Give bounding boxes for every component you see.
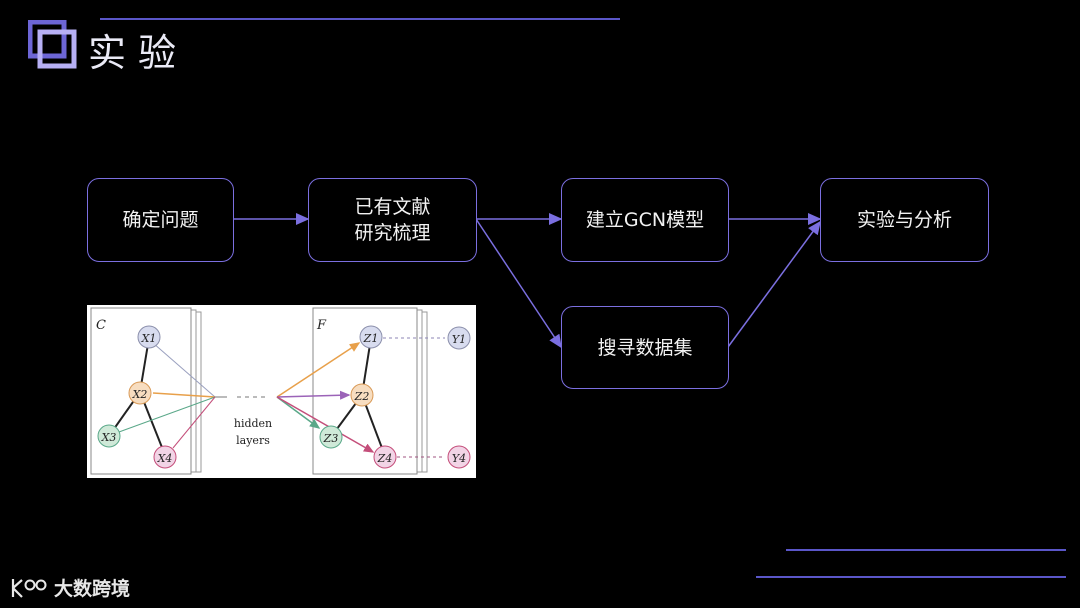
edge-n2-n4: [475, 218, 562, 349]
figure-right-label: F: [316, 318, 327, 333]
edge-n4-n5: [727, 220, 821, 348]
brand-logo-icon: [11, 578, 47, 598]
svg-text:Z2: Z2: [354, 390, 370, 403]
node-define-problem: 确定问题: [87, 178, 234, 262]
hidden-layers-label-line2: layers: [236, 434, 270, 447]
svg-text:X1: X1: [141, 332, 157, 345]
svg-text:Z3: Z3: [323, 432, 339, 445]
node-y4: Y4: [447, 445, 471, 469]
node-literature-review: 已有文献 研究梳理: [308, 178, 477, 262]
node-z2: Z2: [350, 383, 374, 407]
node-x3: X3: [97, 424, 121, 448]
svg-text:X2: X2: [132, 388, 148, 401]
svg-text:Z1: Z1: [363, 332, 379, 345]
svg-text:X3: X3: [101, 431, 117, 444]
node-z4: Z4: [373, 445, 397, 469]
svg-text:Y1: Y1: [452, 333, 466, 346]
node-z1: Z1: [359, 325, 383, 349]
node-search-dataset: 搜寻数据集: [561, 306, 729, 389]
brand-name: 大数跨境: [54, 578, 131, 600]
node-x4: X4: [153, 445, 177, 469]
node-label: 建立GCN模型: [585, 209, 705, 231]
brand-watermark: 大数跨境: [10, 574, 130, 601]
svg-text:Z4: Z4: [377, 452, 393, 465]
node-z3: Z3: [319, 425, 343, 449]
bottom-divider-line-1: [786, 549, 1066, 551]
node-label: 实验与分析: [856, 209, 952, 231]
node-x1: X1: [137, 325, 161, 349]
page-title: 实验: [88, 31, 189, 75]
node-label-line1: 已有文献: [354, 196, 431, 218]
gcn-architecture-figure: C F hidden layers X1 X2 X3 X4 Z1 Z2 Z3 Z…: [87, 305, 476, 478]
figure-left-label: C: [96, 318, 106, 333]
top-divider-line: [100, 18, 620, 20]
svg-text:Y4: Y4: [452, 452, 466, 465]
hidden-layers-label-line1: hidden: [234, 417, 272, 430]
node-label-line2: 研究梳理: [354, 222, 431, 244]
node-x2: X2: [128, 381, 152, 405]
bottom-divider-line-2: [756, 576, 1066, 578]
node-label: 确定问题: [122, 209, 199, 231]
svg-text:X4: X4: [157, 452, 173, 465]
node-label: 搜寻数据集: [597, 336, 693, 359]
node-experiment-analysis: 实验与分析: [820, 178, 989, 262]
node-build-gcn-model: 建立GCN模型: [561, 178, 729, 262]
square-frame-icon: [28, 20, 77, 69]
node-y1: Y1: [447, 326, 471, 350]
